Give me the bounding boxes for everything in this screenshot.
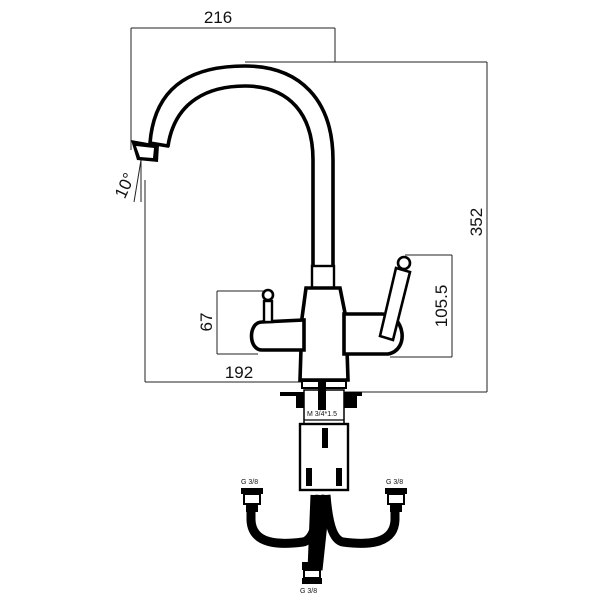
right-handle [342, 255, 412, 356]
mounting-assembly [280, 380, 362, 492]
dim-height-left-handle: 67 [197, 313, 216, 332]
dim-height-total: 352 [467, 208, 486, 236]
connector-bottom-label: G 3/8 [300, 588, 317, 595]
left-handle [249, 288, 306, 352]
spout [131, 64, 335, 270]
connector-right-label: G 3/8 [386, 479, 403, 486]
thread-main-label: M 3/4*1.5 [307, 411, 337, 418]
supply-hoses [246, 494, 400, 571]
connector-right [385, 488, 407, 512]
dim-height-right-handle: 105.5 [432, 285, 451, 328]
dim-width-base: 192 [225, 363, 253, 382]
connector-bottom [302, 562, 322, 584]
connector-left-label: G 3/8 [241, 479, 258, 486]
dimension-lines [130, 27, 488, 393]
dim-width-top: 216 [204, 8, 232, 27]
connector-left [241, 488, 263, 512]
faucet-body [298, 264, 350, 382]
